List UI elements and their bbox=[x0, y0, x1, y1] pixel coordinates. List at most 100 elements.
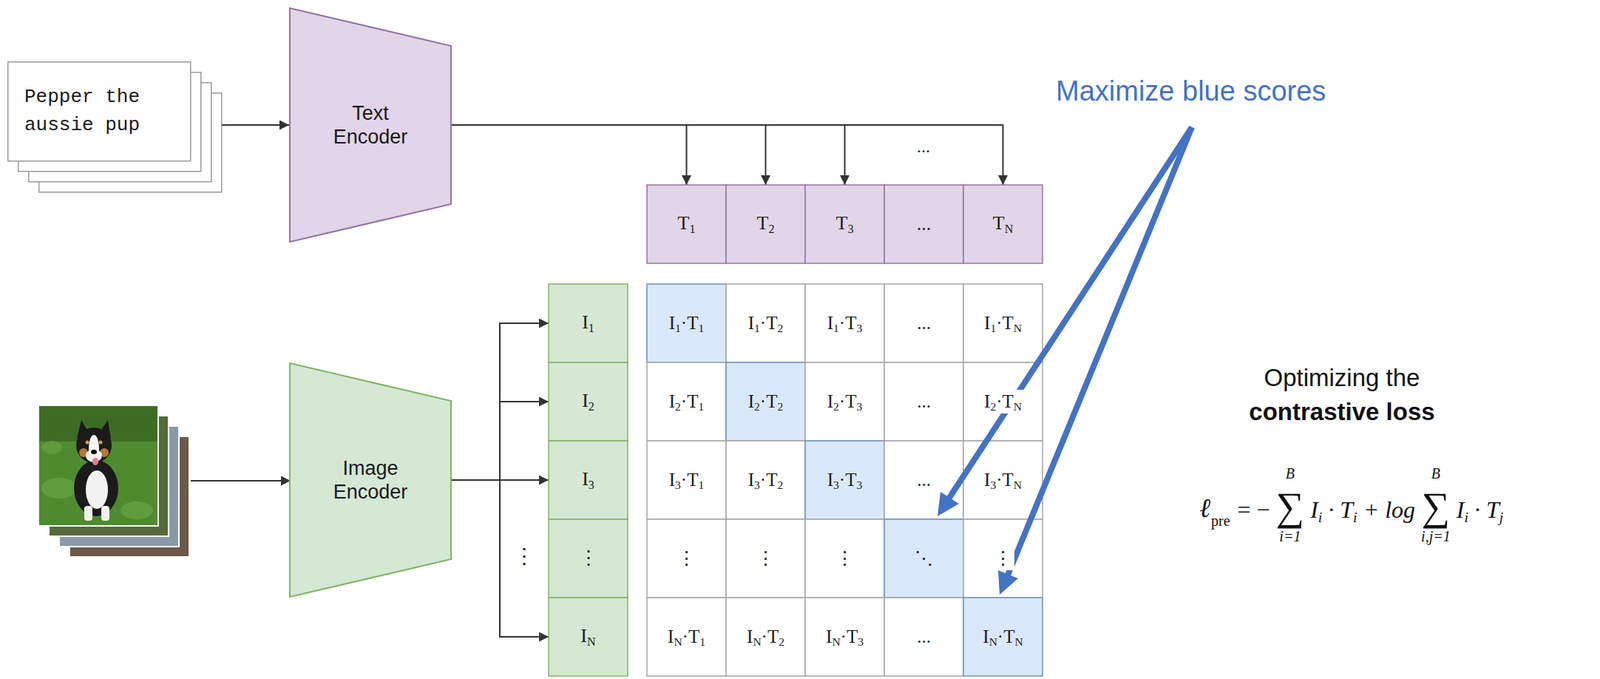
text-run: ... bbox=[916, 626, 931, 647]
text-run: ... bbox=[916, 391, 931, 412]
node-content: I1·TN bbox=[967, 287, 1039, 359]
text-run: T bbox=[686, 312, 698, 333]
text-run: ⋮ bbox=[993, 547, 1013, 568]
image-embedding-cell: I3 bbox=[548, 440, 628, 520]
node-content: ⋱ bbox=[887, 522, 960, 594]
text-run: · bbox=[682, 626, 689, 647]
similarity-cell: I2·T3 bbox=[805, 362, 885, 441]
grass-patch bbox=[41, 477, 77, 499]
similarity-cell: IN·T1 bbox=[646, 597, 727, 676]
similarity-cell: ⋮ bbox=[963, 519, 1043, 598]
connector-arrow bbox=[221, 124, 290, 126]
text-run: ... bbox=[916, 469, 931, 490]
text-subscript: N bbox=[1013, 321, 1022, 335]
node-label: ... bbox=[914, 624, 934, 648]
cell-rect bbox=[884, 184, 964, 264]
formula-symbol: ℓ bbox=[1199, 494, 1211, 522]
cell-rect bbox=[963, 597, 1043, 676]
cell-rect bbox=[548, 440, 628, 520]
node-label: I1 bbox=[579, 310, 597, 336]
connector-arrow bbox=[451, 124, 1004, 185]
text-run: · bbox=[761, 626, 768, 647]
text-run: T bbox=[686, 391, 698, 412]
cell-rect bbox=[726, 283, 806, 363]
text-subscript: 2 bbox=[588, 400, 595, 413]
node-label: ... bbox=[914, 468, 934, 491]
cell-rect bbox=[726, 519, 806, 598]
connector-arrow bbox=[451, 401, 549, 480]
ellipsis: ... bbox=[916, 137, 931, 156]
node-content: ... bbox=[887, 188, 960, 260]
node-content: ... bbox=[887, 365, 960, 437]
text-subscript: 1 bbox=[833, 321, 840, 335]
similarity-cell: I3·TN bbox=[963, 440, 1043, 520]
text-run: I bbox=[827, 469, 834, 490]
cell-rect bbox=[646, 597, 727, 676]
text-run: I bbox=[748, 469, 755, 490]
text-run: · bbox=[760, 312, 766, 333]
text-subscript: 3 bbox=[588, 478, 595, 491]
dog-leg bbox=[101, 505, 110, 521]
node-label: ⋮ bbox=[754, 546, 778, 570]
text-subscript: 2 bbox=[777, 478, 783, 491]
text-subscript: 1 bbox=[754, 321, 761, 335]
similarity-cell: IN·T3 bbox=[805, 597, 885, 676]
node-label: T3 bbox=[834, 211, 857, 237]
callout-arrow bbox=[1007, 127, 1192, 577]
similarity-cell: I1·TN bbox=[963, 283, 1043, 363]
node-content: I3·T3 bbox=[808, 444, 881, 516]
loss-caption: Optimizing the bbox=[1264, 365, 1421, 390]
node-content: T3 bbox=[808, 188, 881, 260]
dog-head bbox=[76, 427, 112, 463]
text-embedding-cell: TN bbox=[963, 184, 1043, 264]
node-label: ... bbox=[914, 311, 934, 335]
node-label: I2·TN bbox=[981, 389, 1025, 415]
node-content: Pepper the aussie pup bbox=[22, 74, 180, 149]
formula-operator: = − bbox=[1237, 497, 1271, 522]
text-subscript: 3 bbox=[856, 321, 863, 335]
similarity-cell: ⋮ bbox=[646, 519, 727, 598]
similarity-cell: ... bbox=[884, 362, 964, 441]
text-run: · bbox=[839, 469, 846, 490]
loss-caption: contrastive loss bbox=[1248, 399, 1435, 424]
text-subscript: 2 bbox=[768, 222, 775, 236]
image-embedding-cell: ⋮ bbox=[548, 519, 628, 598]
formula-sum: ∑ bbox=[1421, 486, 1451, 527]
node-label: ⋮ bbox=[991, 546, 1015, 570]
text-run: I bbox=[982, 626, 989, 647]
text-subscript: 1 bbox=[697, 400, 704, 413]
text-run: T bbox=[1486, 496, 1500, 523]
text-run: · bbox=[680, 391, 687, 412]
node-content: I1·T2 bbox=[729, 287, 802, 359]
formula-subscript: pre bbox=[1211, 513, 1231, 528]
formula-limit: i=1 bbox=[1279, 528, 1301, 544]
similarity-cell: ⋮ bbox=[726, 519, 806, 598]
image-stack bbox=[38, 405, 190, 557]
cell-rect bbox=[805, 519, 885, 598]
dog-chest bbox=[85, 470, 108, 509]
text-subscript: N bbox=[673, 635, 682, 648]
text-run: · bbox=[1468, 496, 1487, 523]
text-run: I bbox=[667, 626, 674, 647]
cell-rect bbox=[646, 283, 727, 363]
text-run: T bbox=[686, 469, 698, 490]
text-run: T bbox=[1001, 469, 1013, 490]
dog-body bbox=[73, 459, 119, 517]
node-label: I2 bbox=[579, 388, 597, 415]
node-label: ⋱ bbox=[912, 546, 936, 570]
text-subscript: N bbox=[1004, 222, 1014, 236]
cell-rect bbox=[805, 283, 885, 363]
text-run: T bbox=[846, 626, 858, 647]
node-label: I1·T2 bbox=[746, 311, 786, 336]
text-run: · bbox=[995, 312, 1002, 333]
matching-score-cell: I1·T1 bbox=[646, 283, 727, 363]
text-run: T bbox=[1001, 391, 1013, 412]
text-subscript: 3 bbox=[675, 478, 681, 491]
node-content: ⋮ bbox=[650, 522, 723, 594]
node-label: IN·TN bbox=[980, 624, 1025, 650]
node-content: I2 bbox=[552, 365, 625, 437]
node-content: I3 bbox=[552, 444, 625, 516]
node-label: Image Encoder bbox=[317, 456, 424, 505]
node-label: I2·T3 bbox=[825, 389, 865, 415]
